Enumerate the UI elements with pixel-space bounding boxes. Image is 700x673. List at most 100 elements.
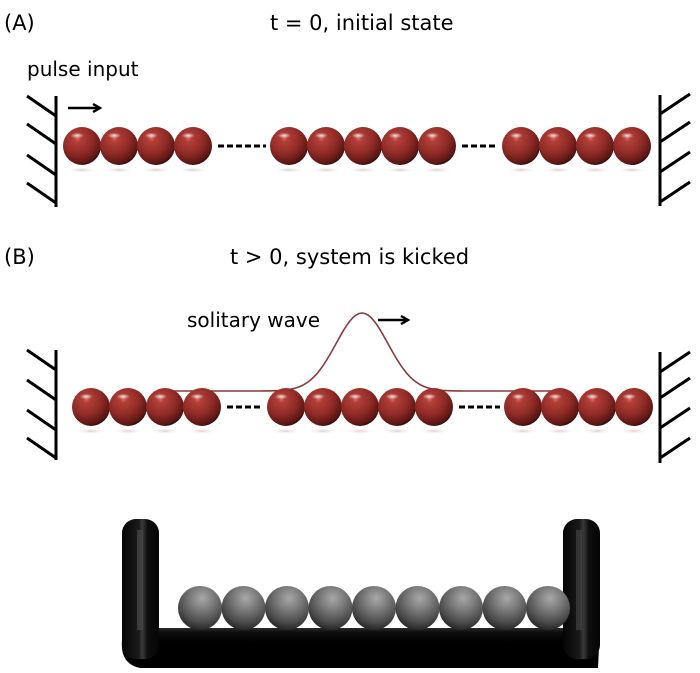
panel-b: (B) t > 0, system is kicked solitary wav… xyxy=(4,245,691,463)
bead-body xyxy=(613,127,651,165)
bead-highlight xyxy=(181,132,195,139)
bead-body xyxy=(307,127,345,165)
grey-bead-body xyxy=(265,586,309,630)
bead-highlight xyxy=(348,393,362,400)
bead-shadow xyxy=(417,428,451,434)
bead xyxy=(146,388,184,434)
grey-bead xyxy=(308,586,353,630)
bead-highlight xyxy=(509,132,523,139)
bead-highlight xyxy=(144,132,158,139)
grey-bead xyxy=(352,586,396,630)
grey-bead xyxy=(395,586,440,630)
grey-bead-body xyxy=(178,586,222,630)
bead-shadow xyxy=(306,428,340,434)
solitary-wave-curve xyxy=(170,312,554,392)
bead xyxy=(63,127,101,173)
grey-bead-body xyxy=(526,586,570,630)
bead xyxy=(502,127,540,173)
bead xyxy=(576,127,614,173)
bead xyxy=(304,388,342,434)
bead-body xyxy=(615,388,653,426)
bead-highlight xyxy=(511,393,525,400)
panel-b-label: (B) xyxy=(4,245,35,269)
bead-shadow xyxy=(102,167,136,173)
bead xyxy=(378,388,416,434)
bead-highlight xyxy=(274,393,288,400)
panel-a: (A) t = 0, initial state pulse input xyxy=(4,11,691,207)
bead-highlight xyxy=(385,393,399,400)
bead-highlight xyxy=(622,393,636,400)
right-post-highlight xyxy=(576,530,582,630)
bead xyxy=(307,127,345,173)
bead-highlight xyxy=(388,132,402,139)
bead-chain-b xyxy=(72,388,653,434)
bead-shadow xyxy=(580,428,614,434)
bead xyxy=(344,127,382,173)
bead-chain-a xyxy=(63,127,651,173)
bead-shadow xyxy=(269,428,303,434)
bead-body xyxy=(541,388,579,426)
bead-shadow xyxy=(541,167,575,173)
bead-shadow xyxy=(185,428,219,434)
grey-bead xyxy=(178,586,222,630)
bead-shadow xyxy=(139,167,173,173)
bead-highlight xyxy=(277,132,291,139)
bead-body xyxy=(137,127,175,165)
bead-body xyxy=(109,388,147,426)
bead-body xyxy=(381,127,419,165)
bead-body xyxy=(576,127,614,165)
bead xyxy=(270,127,308,173)
panel-c-3d-channel xyxy=(121,519,600,668)
bead xyxy=(267,388,305,434)
bead xyxy=(72,388,110,434)
bead-body xyxy=(344,127,382,165)
bead-highlight xyxy=(314,132,328,139)
grey-bead xyxy=(265,586,309,630)
bead-body xyxy=(63,127,101,165)
bead-shadow xyxy=(380,428,414,434)
bead-body xyxy=(174,127,212,165)
bead-shadow xyxy=(74,428,108,434)
bead-shadow xyxy=(615,167,649,173)
grey-bead-body xyxy=(308,586,353,630)
pulse-input-annotation: pulse input xyxy=(27,57,139,81)
grey-bead-body xyxy=(221,586,266,630)
bead-shadow xyxy=(309,167,343,173)
bead xyxy=(504,388,542,434)
bead-shadow xyxy=(65,167,99,173)
left-post-highlight xyxy=(137,530,143,630)
bead xyxy=(415,388,453,434)
bead-shadow xyxy=(272,167,306,173)
bead-highlight xyxy=(153,393,167,400)
bead xyxy=(100,127,138,173)
bead xyxy=(137,127,175,173)
bead xyxy=(109,388,147,434)
bead-body xyxy=(578,388,616,426)
grey-bead xyxy=(526,586,570,630)
bead-body xyxy=(341,388,379,426)
bead-highlight xyxy=(548,393,562,400)
bead-highlight xyxy=(311,393,325,400)
right-wall-b xyxy=(658,350,691,463)
panel-a-title: t = 0, initial state xyxy=(270,11,454,35)
grey-bead-chain xyxy=(178,586,570,630)
bead-body xyxy=(418,127,456,165)
grey-bead-body xyxy=(352,586,396,630)
bead-highlight xyxy=(583,132,597,139)
grey-bead-body xyxy=(482,586,527,630)
bead-body xyxy=(72,388,110,426)
bead-body xyxy=(378,388,416,426)
grey-bead xyxy=(439,586,483,630)
bead-highlight xyxy=(79,393,93,400)
bead-body xyxy=(539,127,577,165)
bead-shadow xyxy=(346,167,380,173)
grey-bead xyxy=(221,586,266,630)
bead-shadow xyxy=(383,167,417,173)
bead-body xyxy=(502,127,540,165)
grey-bead-body xyxy=(395,586,440,630)
bead xyxy=(541,388,579,434)
bead xyxy=(341,388,379,434)
bead-body xyxy=(504,388,542,426)
bead xyxy=(578,388,616,434)
